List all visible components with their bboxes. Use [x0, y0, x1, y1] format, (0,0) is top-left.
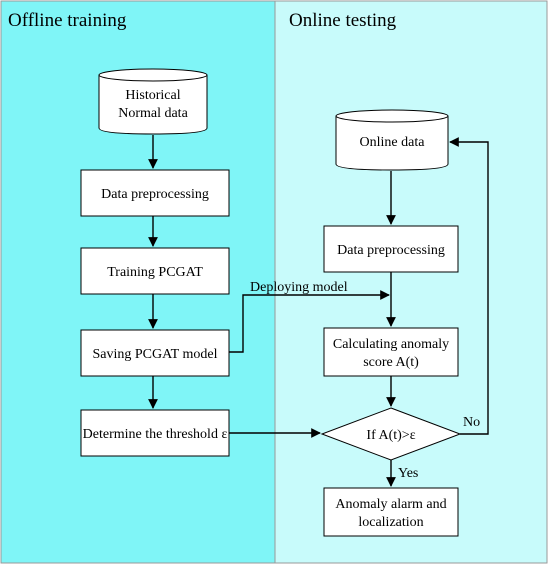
saving-pcgat-model-node: Saving PCGAT model — [80, 329, 230, 377]
anomaly-alarm-node: Anomaly alarm and localization — [323, 487, 459, 537]
alarm-label-line2: localization — [358, 515, 423, 530]
edge-deploying-model — [229, 290, 390, 353]
alarm-label-line1: Anomaly alarm and — [335, 497, 446, 512]
yes-label: Yes — [398, 466, 418, 481]
training-label: Training PCGAT — [107, 265, 203, 280]
training-pcgat-node: Training PCGAT — [80, 247, 230, 295]
determine-threshold-node: Determine the threshold ε — [80, 409, 230, 457]
online-preprocessing-label: Data preprocessing — [337, 243, 445, 258]
edge-decision-no-loop — [449, 137, 489, 435]
online-testing-panel — [274, 0, 548, 564]
calculating-anomaly-score-node: Calculating anomaly score A(t) — [323, 327, 459, 377]
saving-label: Saving PCGAT model — [93, 347, 218, 362]
online-panel-title: Online testing — [289, 10, 397, 31]
no-label: No — [463, 415, 480, 430]
offline-panel-title: Offline training — [8, 10, 127, 31]
deploying-model-label: Deploying model — [250, 280, 348, 295]
score-label-line2: score A(t) — [363, 355, 419, 370]
threshold-label: Determine the threshold ε — [83, 427, 228, 442]
threshold-decision-node: If A(t)>ε — [320, 407, 462, 461]
online-data-label: Online data — [360, 135, 426, 150]
online-data-node: Online data — [335, 109, 449, 171]
decision-label: If A(t)>ε — [366, 428, 415, 443]
offline-data-preprocessing-node: Data preprocessing — [80, 169, 230, 217]
offline-preprocessing-label: Data preprocessing — [101, 187, 209, 202]
historical-normal-data-node: Historical Normal data — [98, 68, 208, 135]
historical-label-line1: Historical — [125, 88, 180, 103]
historical-label-line2: Normal data — [118, 106, 188, 121]
score-label-line1: Calculating anomaly — [333, 337, 449, 352]
online-data-preprocessing-node: Data preprocessing — [323, 225, 459, 273]
